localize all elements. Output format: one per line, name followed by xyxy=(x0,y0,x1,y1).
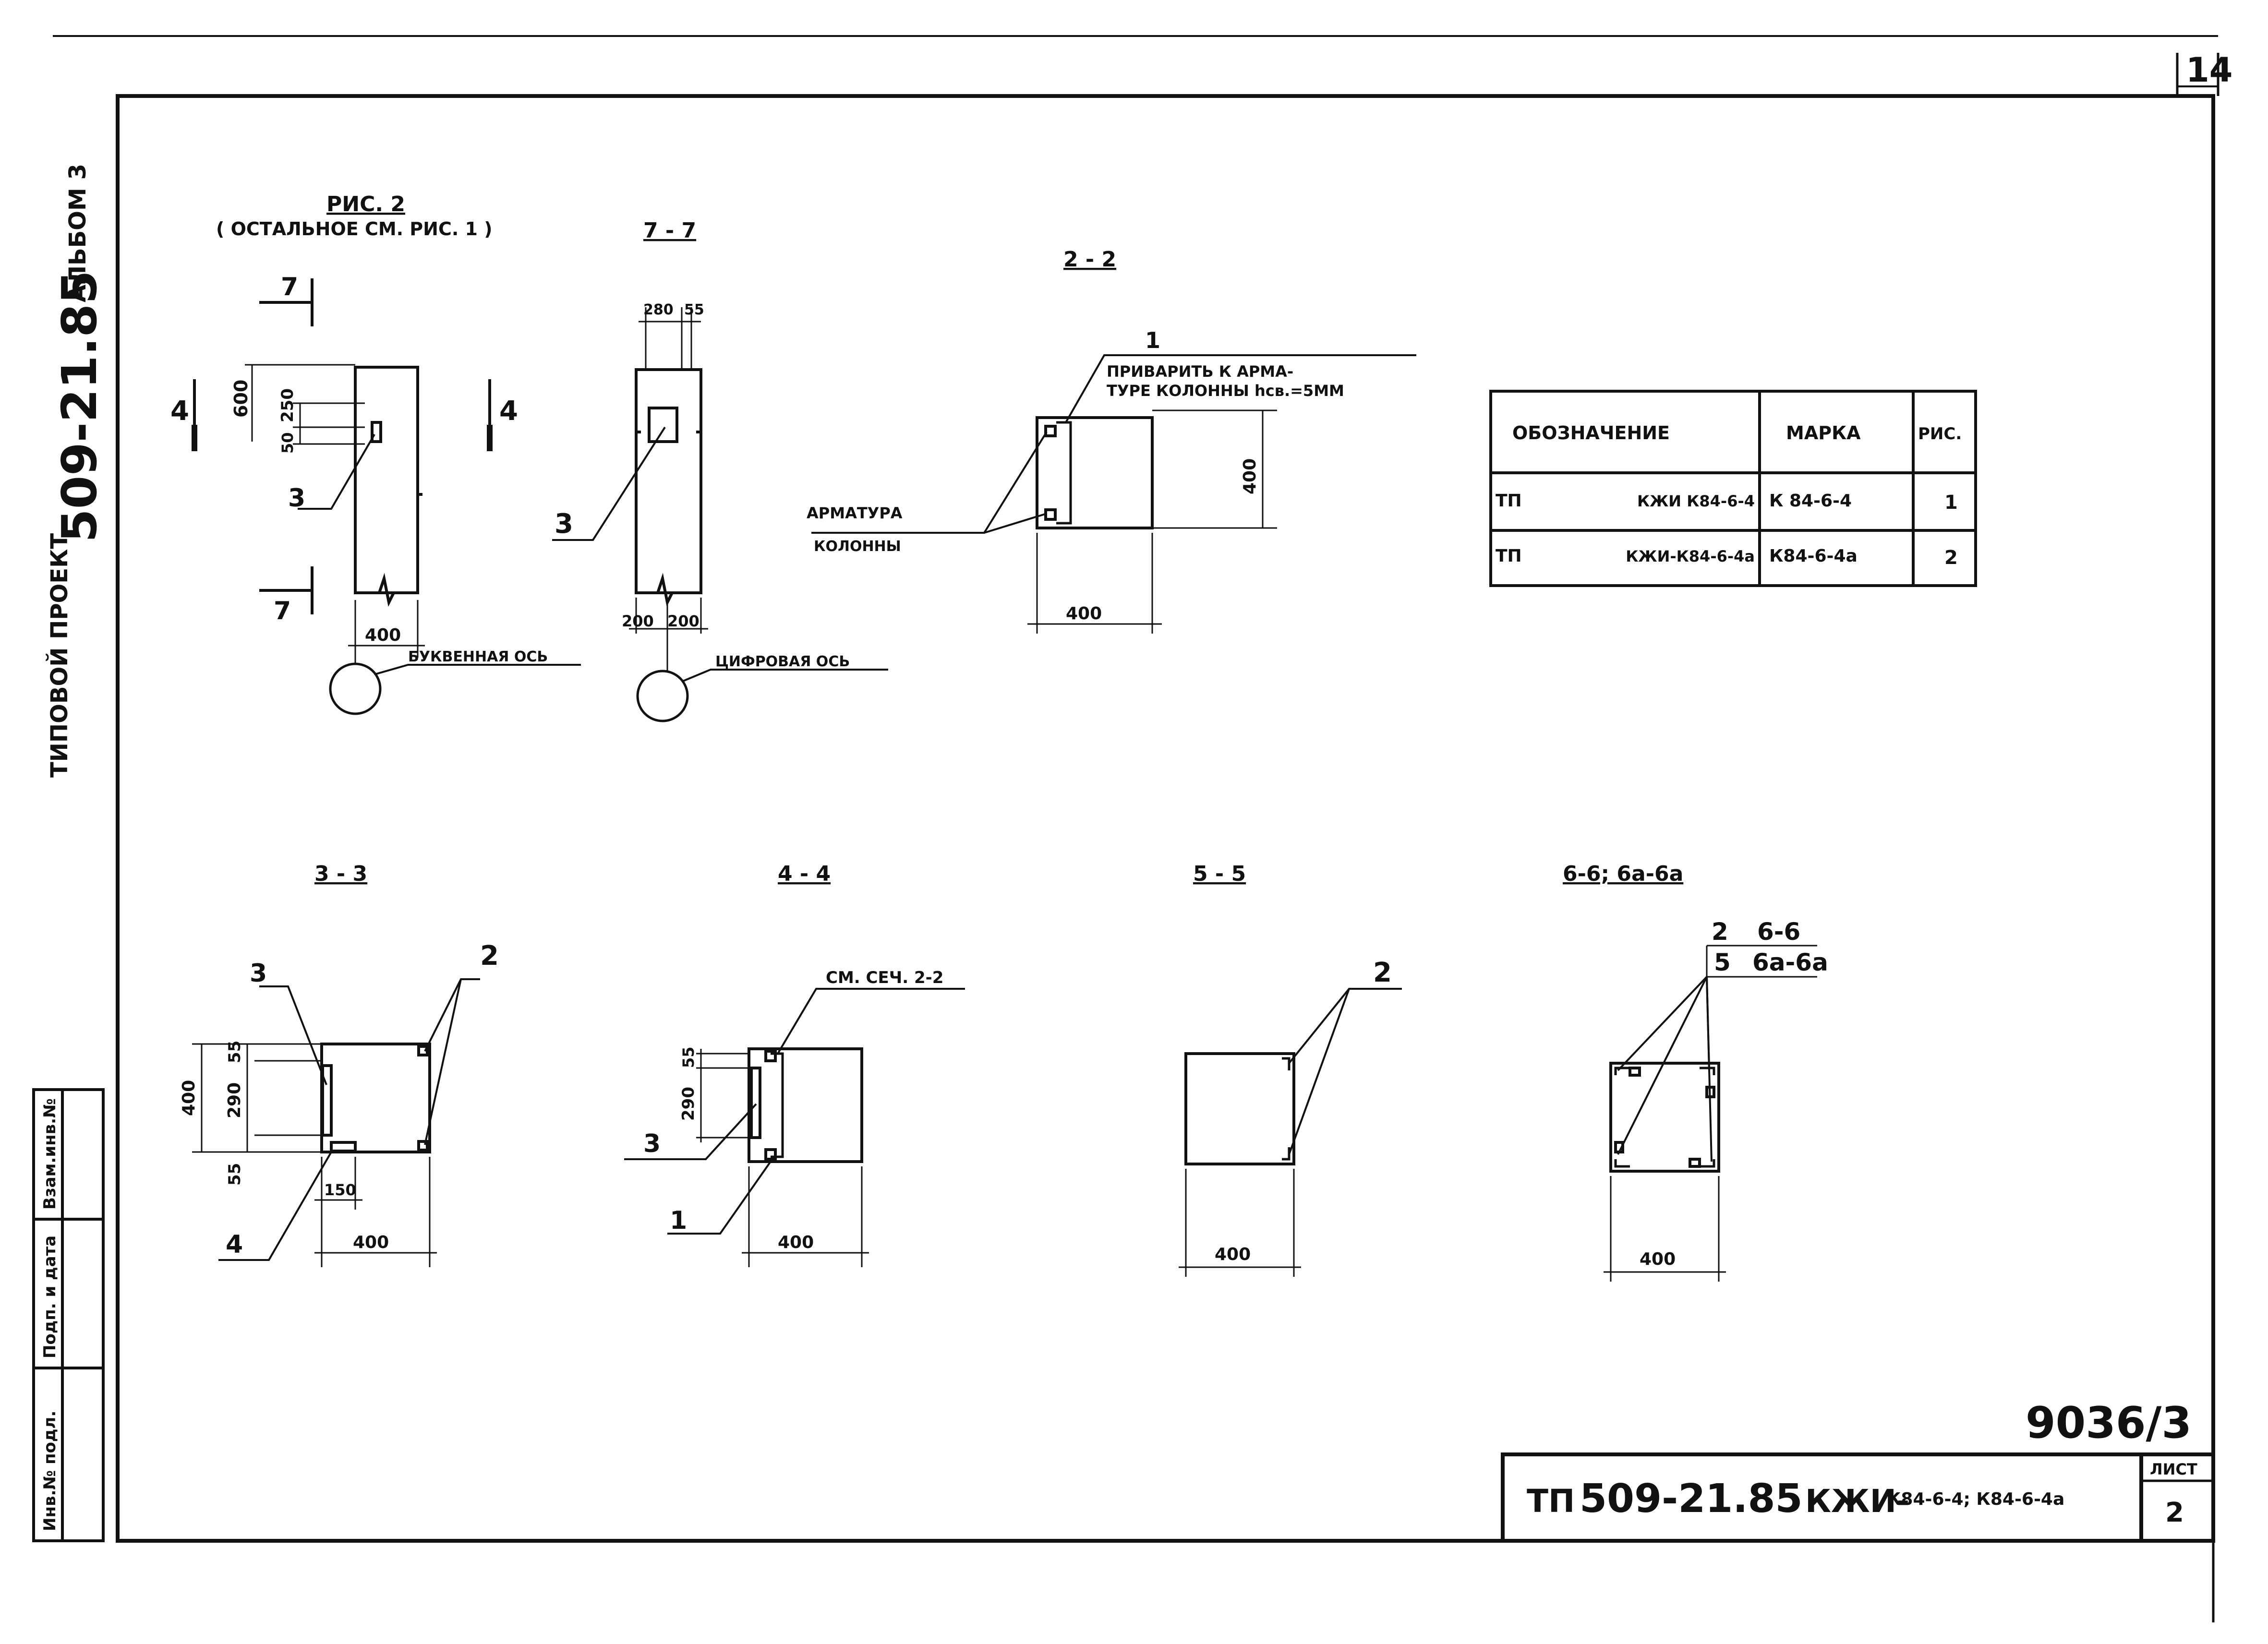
sec44-dim-400: 400 xyxy=(778,1233,814,1252)
table-header-mark: МАРКА xyxy=(1786,422,1861,444)
sec33-section xyxy=(192,978,480,1267)
svg-text:ТП: ТП xyxy=(1496,491,1522,511)
sec66-pos-b: 5 xyxy=(1714,948,1731,976)
stamp-label-2: Подп. и дата xyxy=(40,1236,60,1358)
title-project: 509-21.85 xyxy=(1580,1476,1803,1522)
sec66-dim-400: 400 xyxy=(1640,1249,1676,1269)
stamp-label-3: Инв.№ подл. xyxy=(40,1411,60,1531)
fig2-axis-label: БУКВЕННАЯ ОСЬ xyxy=(408,648,548,665)
side-album: АЛЬБОМ 3 xyxy=(64,164,91,302)
sheet-value: 2 xyxy=(2165,1497,2184,1528)
sec22-note-line2: ТУРЕ КОЛОННЫ hсв.=5ММ xyxy=(1107,382,1344,400)
title-marks: К84-6-4; К84-6-4а xyxy=(1887,1489,2064,1509)
sec77-dim-200a: 200 xyxy=(622,612,654,630)
sec77-pos-3: 3 xyxy=(555,508,573,540)
sec77-dim-280: 280 xyxy=(643,301,674,318)
sec55-title: 5 - 5 xyxy=(1193,862,1246,886)
sec55-dim-400: 400 xyxy=(1215,1245,1251,1264)
sec33-dim-55b: 55 xyxy=(225,1163,244,1186)
stamp-label-1: Взам.инв.№ xyxy=(40,1098,60,1210)
table-row: ТП КЖИ К84-6-4 К 84-6-4 1 xyxy=(1496,491,1958,514)
sheet-label: ЛИСТ xyxy=(2150,1460,2197,1478)
fig2-column xyxy=(192,278,581,715)
sec77-column xyxy=(552,307,888,722)
sec33-dim-400v: 400 xyxy=(179,1080,199,1116)
sec77-dim-55: 55 xyxy=(684,301,704,318)
spec-table xyxy=(1489,390,1977,587)
sec22-rebar-line2: КОЛОННЫ xyxy=(814,538,901,555)
left-stamp-frame xyxy=(32,1088,105,1542)
fig2-pos-3: 3 xyxy=(288,484,305,513)
sec44-dim-55: 55 xyxy=(679,1046,698,1068)
sec44-dim-290: 290 xyxy=(679,1087,698,1121)
fig2-dim-400: 400 xyxy=(365,625,401,645)
fig2-title: РИС. 2 xyxy=(326,192,405,216)
sec44-ref: СМ. СЕЧ. 2-2 xyxy=(826,968,943,987)
sheet-number: 14 xyxy=(2186,50,2232,90)
sec22-dim-w: 400 xyxy=(1066,604,1102,624)
table-row: ТП КЖИ-К84-6-4а К84-6-4а 2 xyxy=(1496,546,1958,569)
svg-text:КЖИ К84-6-4: КЖИ К84-6-4 xyxy=(1637,492,1755,510)
sec22-dim-h: 400 xyxy=(1240,458,1260,494)
fig2-cut4-right: 4 xyxy=(499,396,518,427)
sec77-title: 7 - 7 xyxy=(643,218,696,243)
sec33-dim-55a: 55 xyxy=(225,1041,244,1063)
sec33-pos-2: 2 xyxy=(480,940,499,972)
sec44-pos-3: 3 xyxy=(643,1129,661,1158)
archive-code: 9036/3 xyxy=(2026,1398,2192,1448)
sec33-title: 3 - 3 xyxy=(314,862,367,886)
sec55-section xyxy=(1179,988,1402,1277)
fig2-cut7-bottom: 7 xyxy=(274,597,291,625)
sec66-title: 6-6; 6а-6а xyxy=(1563,862,1683,886)
svg-text:1: 1 xyxy=(1944,492,1958,514)
sec22-rebar-line1: АРМАТУРА xyxy=(807,504,903,522)
sec77-dim-200b: 200 xyxy=(667,612,700,630)
sec22-note-line1: ПРИВАРИТЬ К АРМА- xyxy=(1107,362,1293,381)
svg-text:ТП: ТП xyxy=(1496,546,1522,566)
sec44-section xyxy=(624,988,965,1267)
title-block xyxy=(1501,1452,2215,1543)
svg-text:2: 2 xyxy=(1944,547,1958,569)
sec22-section xyxy=(811,354,1416,634)
svg-text:К 84-6-4: К 84-6-4 xyxy=(1769,491,1852,511)
svg-text:К84-6-4а: К84-6-4а xyxy=(1769,546,1858,566)
fig2-dim-250: 250 xyxy=(278,388,297,422)
sec22-title: 2 - 2 xyxy=(1063,247,1116,272)
sec33-dim-290: 290 xyxy=(225,1082,244,1118)
title-code: КЖИ- xyxy=(1805,1483,1909,1520)
sec77-axis-label: ЦИФРОВАЯ ОСЬ xyxy=(715,653,850,670)
sec33-dim-400h: 400 xyxy=(353,1233,389,1252)
sec55-pos-2: 2 xyxy=(1373,957,1392,988)
table-header-designation: ОБОЗНАЧЕНИЕ xyxy=(1512,422,1670,444)
sec33-pos-3: 3 xyxy=(250,959,267,988)
fig2-cut4-left: 4 xyxy=(170,396,189,427)
sec44-title: 4 - 4 xyxy=(778,862,831,886)
sec66-pos-b-label: 6а-6а xyxy=(1752,948,1828,976)
side-project-number: 509-21.85 xyxy=(51,270,108,542)
fig2-dim-600: 600 xyxy=(230,380,252,418)
sec66-pos-a: 2 xyxy=(1712,918,1728,946)
sec44-pos-1: 1 xyxy=(670,1206,687,1235)
sec33-pos-4: 4 xyxy=(226,1230,243,1259)
svg-text:КЖИ-К84-6-4а: КЖИ-К84-6-4а xyxy=(1626,547,1755,565)
sheet-frame xyxy=(53,35,2220,1622)
title-prefix: ТП xyxy=(1527,1483,1575,1520)
fig2-subtitle: ( ОСТАЛЬНОЕ СМ. РИС. 1 ) xyxy=(216,218,493,240)
fig2-cut7-top: 7 xyxy=(281,273,298,301)
side-project-type: ТИПОВОЙ ПРОЕКТ xyxy=(46,533,73,778)
sec33-dim-150: 150 xyxy=(324,1181,356,1199)
sec66-section xyxy=(1604,945,1817,1282)
sec22-pos-1: 1 xyxy=(1145,327,1160,353)
table-header-fig: РИС. xyxy=(1918,424,1962,444)
fig2-dim-50: 50 xyxy=(278,432,297,454)
sec66-pos-a-label: 6-6 xyxy=(1757,918,1800,946)
